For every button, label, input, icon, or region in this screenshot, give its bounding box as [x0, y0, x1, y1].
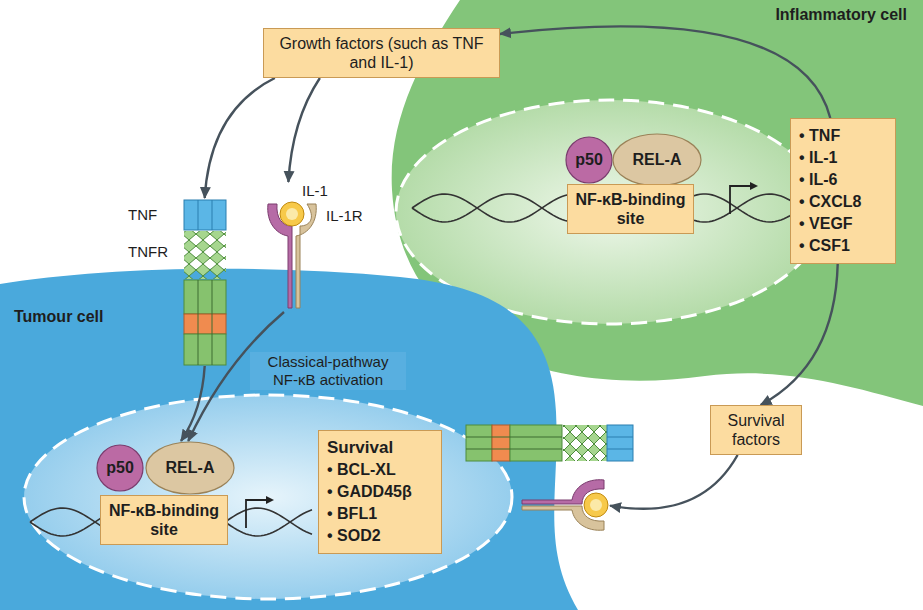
- connector-arrow: [288, 78, 319, 182]
- tnf-receptor: [184, 200, 226, 365]
- node-text: p50: [106, 459, 134, 477]
- tnf-ligand: [184, 200, 226, 230]
- node-text: p50: [575, 151, 603, 169]
- edge-label-text: Classical-pathway NF-κB activation: [268, 353, 389, 388]
- connector-arrow: [205, 78, 275, 198]
- gene-list-box: Survival• BCL-XL• GADD45β• BFL1• SOD2: [318, 430, 442, 554]
- protein-outline: [146, 442, 234, 494]
- stem-divider: [466, 449, 562, 450]
- receptor-group: IL-1IL-1R: [262, 182, 372, 312]
- stem-divider: [466, 437, 562, 438]
- promoter-arrow: [246, 500, 268, 528]
- receptor-stem: [184, 334, 226, 365]
- tnf-ligand-divider: [212, 200, 213, 230]
- connector-arrow: [610, 455, 738, 509]
- node-text: Tumour cell: [14, 308, 610, 326]
- protein-circle: p50: [96, 444, 144, 492]
- tnf-receptor-right: [466, 425, 633, 461]
- node-text: Inflammatory cell: [380, 6, 907, 24]
- protein-outline: [613, 134, 701, 186]
- node-text: REL-A: [166, 459, 215, 477]
- label-box: Survival factors: [710, 405, 802, 455]
- tnf-ligand-divider: [607, 437, 633, 438]
- stem-divider: [212, 280, 213, 365]
- il1-receptor: [268, 202, 317, 308]
- protein-outline: [97, 445, 143, 491]
- node-text: Survival: [327, 437, 433, 459]
- node-text: NF-κB-binding site: [574, 190, 687, 228]
- edge-label: Classical-pathway NF-κB activation: [250, 352, 406, 390]
- il1-ligand-core: [286, 208, 298, 220]
- node-text: • CSF1: [799, 235, 887, 257]
- receptor-stem: [184, 314, 226, 334]
- cell-region: Inflammatory cell p50 REL-A NF-κB-binding s…: [380, 0, 923, 410]
- connector-arrow: [761, 264, 838, 405]
- label-box: NF-κB-binding site: [567, 184, 694, 234]
- protein-ellipse: REL-A: [612, 133, 702, 187]
- il1-ligand-core: [590, 499, 602, 511]
- node-text: • IL-6: [799, 169, 887, 191]
- tumour-nucleus: [24, 395, 512, 599]
- node-text: REL-A: [633, 151, 682, 169]
- receptor-domain: [563, 425, 607, 461]
- node-text: • SOD2: [327, 525, 433, 547]
- node-text: • IL-1: [799, 147, 887, 169]
- receptor-stem: [466, 425, 492, 461]
- node-text: • GADD45β: [327, 481, 433, 503]
- il1-ligand: [280, 202, 304, 226]
- node-text: • BFL1: [327, 503, 433, 525]
- receptor-domain: [184, 231, 226, 279]
- stem-divider: [198, 280, 199, 365]
- node-text: TNF: [128, 206, 230, 223]
- node-text: • CXCL8: [799, 191, 887, 213]
- node-text: Growth factors (such as TNF and IL-1): [279, 35, 483, 71]
- node-text: TNFR: [128, 243, 230, 260]
- gene-list-box: • TNF• IL-1• IL-6• CXCL8• VEGF• CSF1: [790, 118, 896, 264]
- tnf-ligand-divider: [607, 449, 633, 450]
- label-box: Growth factors (such as TNF and IL-1): [263, 28, 500, 78]
- connector-arrow: [500, 26, 830, 118]
- receptor-stem: [184, 280, 226, 314]
- promoter-arrow: [730, 186, 752, 214]
- tnf-ligand-divider: [198, 200, 199, 230]
- il1-receptor-right: [522, 480, 608, 531]
- node-text: NF-κB-binding site: [107, 501, 221, 539]
- node-text: IL-1R: [326, 207, 372, 224]
- label-box: NF-κB-binding site: [100, 495, 228, 545]
- protein-outline: [566, 137, 612, 183]
- protein-circle: p50: [565, 136, 613, 184]
- node-text: • BCL-XL: [327, 459, 433, 481]
- node-text: Survival factors: [728, 412, 785, 448]
- receptor-group: TNF TNFR: [120, 198, 230, 366]
- protein-ellipse: REL-A: [145, 441, 235, 495]
- cell-region: Tumour cell p50 REL-A NF-κB-binding site Sur…: [0, 262, 610, 610]
- il1-ligand: [584, 493, 608, 517]
- receptor-stem: [492, 425, 510, 461]
- node-text: • TNF: [799, 125, 887, 147]
- tnf-ligand: [607, 425, 633, 461]
- node-text: • VEGF: [799, 213, 887, 235]
- receptor-stem: [510, 425, 562, 461]
- node-text: IL-1: [302, 182, 372, 199]
